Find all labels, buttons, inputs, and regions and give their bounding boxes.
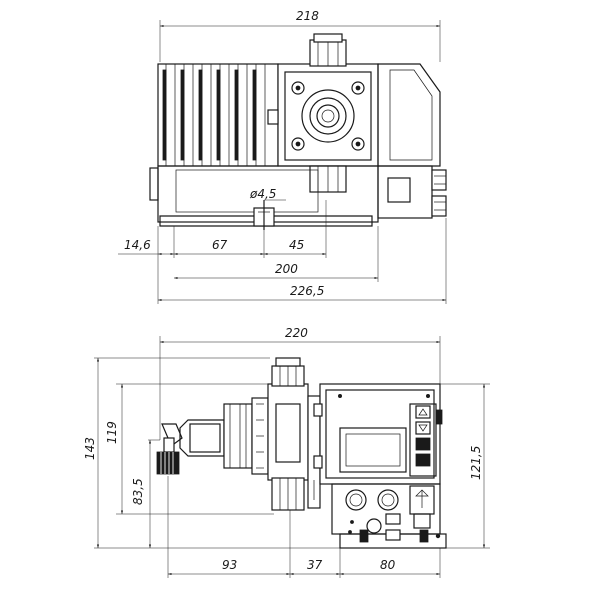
dim-bottom-a: 93 — [222, 558, 237, 572]
base-foot — [149, 165, 379, 230]
front-view: 220 143 119 83,5 121,5 — [83, 326, 490, 578]
dim-height-body: 119 — [105, 421, 119, 444]
dim-overall-width-top: 218 — [296, 9, 319, 23]
dim-base-length: 200 — [275, 262, 298, 276]
dim-top-218 — [159, 20, 441, 62]
top-view: 218 ø4,5 14,6 67 45 200 226,5 — [118, 9, 447, 304]
dim-front-bottom — [167, 476, 441, 578]
pump-head-side — [179, 357, 321, 511]
pump-head — [267, 33, 379, 193]
dim-height-right: 121,5 — [469, 446, 483, 480]
dim-row-3 — [158, 218, 447, 304]
dim-height-outlet: 83,5 — [131, 478, 145, 505]
control-box-top — [377, 63, 447, 219]
dim-front-heights — [94, 357, 490, 549]
dim-left-offset: 14,6 — [124, 238, 151, 252]
dim-row-1 — [118, 200, 327, 304]
control-panel — [313, 383, 443, 485]
dim-bottom-c: 80 — [380, 558, 396, 572]
dim-hole-diameter: ø4,5 — [249, 187, 276, 201]
dim-height-total: 143 — [83, 437, 97, 460]
dim-bottom-b: 37 — [307, 558, 323, 572]
dim-overall-width-front: 220 — [285, 326, 308, 340]
dim-mount-a: 67 — [212, 238, 228, 252]
dim-mount-b: 45 — [289, 238, 304, 252]
dim-total-length: 226,5 — [290, 284, 324, 298]
dim-front-220 — [159, 336, 441, 440]
dim-row-2 — [174, 226, 379, 282]
connector-block — [331, 483, 447, 549]
motor-housing — [157, 63, 279, 167]
hose-fitting — [156, 423, 183, 475]
